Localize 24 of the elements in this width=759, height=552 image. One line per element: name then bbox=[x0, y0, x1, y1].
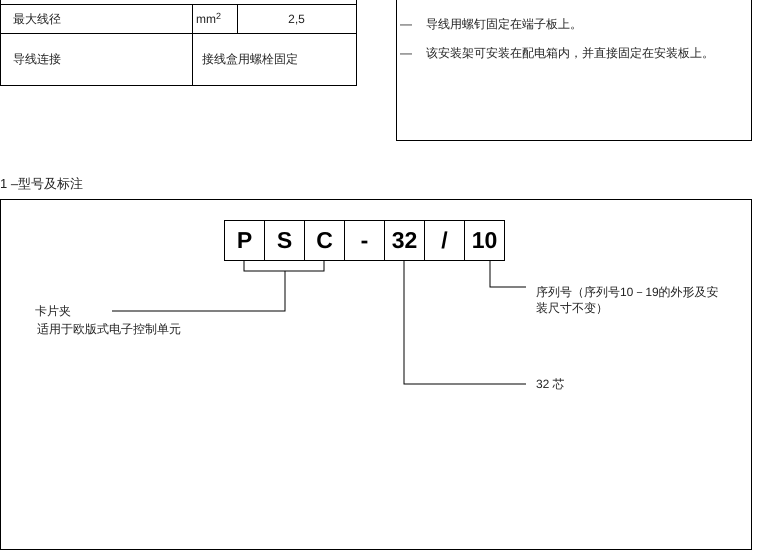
code-cell: - bbox=[344, 220, 385, 261]
bullet-dash: — bbox=[400, 16, 413, 32]
code-cell: 10 bbox=[464, 220, 505, 261]
table-cell: 导线连接 bbox=[0, 33, 193, 86]
annotation-text: 序列号（序列号10－19的外形及安装尺寸不变） bbox=[526, 284, 726, 318]
table-cell: 最大线径 bbox=[0, 5, 193, 34]
table-cell: mm$^{2}$ bbox=[192, 5, 238, 34]
section-heading: 1 –型号及标注 bbox=[0, 176, 84, 193]
note-text: 导线用螺钉固定在端子板上。 bbox=[426, 16, 583, 32]
code-cell: C bbox=[304, 220, 345, 261]
leader-line bbox=[490, 260, 526, 288]
note-text: 该安装架可安装在配电箱内，并直接固定在安装板上。 bbox=[426, 45, 715, 61]
code-cell: S bbox=[264, 220, 305, 261]
annotation-text: 卡片夹 bbox=[35, 303, 112, 320]
bullet-dash: — bbox=[400, 45, 413, 61]
leader-line bbox=[112, 260, 324, 312]
code-cell: 32 bbox=[384, 220, 425, 261]
leader-line bbox=[404, 260, 526, 384]
table-cell: 接线盒用螺栓固定 bbox=[192, 33, 357, 86]
code-cell: / bbox=[424, 220, 465, 261]
code-cell: P bbox=[224, 220, 265, 261]
annotation-text: 适用于欧版式电子控制单元 bbox=[37, 321, 181, 337]
table-cell: 2,5 bbox=[237, 5, 357, 34]
annotation-text: 32 芯 bbox=[526, 376, 586, 393]
